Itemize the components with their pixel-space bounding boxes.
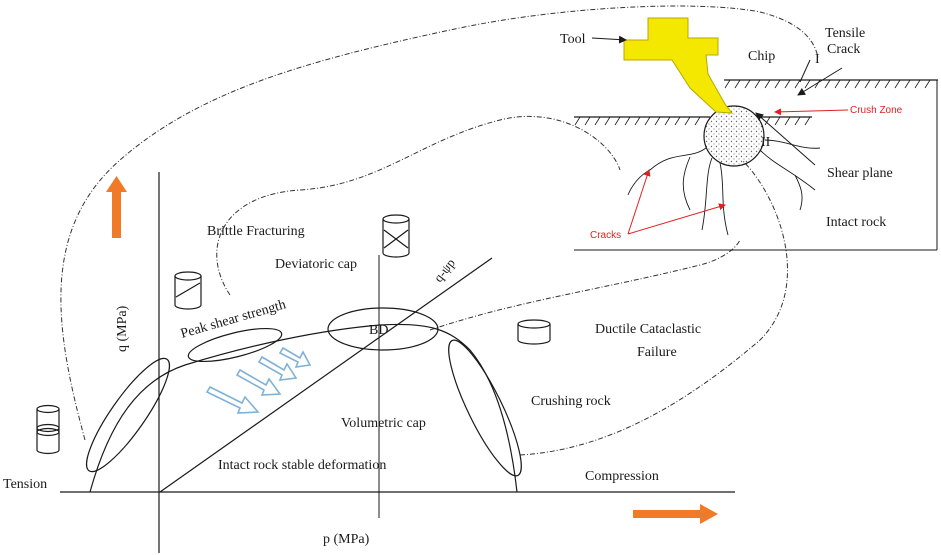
tool-label: Tool	[560, 32, 586, 47]
p-axis-label: p (MPa)	[323, 532, 370, 547]
crush-zone-circle	[703, 105, 765, 167]
tensile-label: Tensile	[825, 26, 865, 41]
ductile-cataclastic-label: Ductile Cataclastic	[595, 322, 701, 337]
region-ii-label: II	[761, 135, 771, 150]
tensile-arrow	[797, 67, 843, 96]
bd-ellipse	[327, 307, 439, 351]
cracks-label: Cracks	[590, 230, 621, 241]
shear-plane-label: Shear plane	[827, 166, 893, 181]
tension-label: Tension	[3, 477, 47, 492]
intact-stable-label: Intact rock stable deformation	[218, 458, 386, 473]
volumetric-cap-label: Volumetric cap	[341, 416, 426, 431]
q-axis-label: q (MPa)	[115, 305, 130, 352]
intact-rock-label: Intact rock	[826, 215, 886, 230]
chip-tick	[799, 59, 811, 83]
chip-label: Chip	[748, 49, 775, 64]
rock-cutting-inset	[574, 17, 938, 251]
cylinder-tall-icon	[382, 214, 410, 258]
q-yp-line	[159, 257, 493, 493]
tension-ellipse	[85, 357, 171, 473]
region-i-label: I	[815, 52, 820, 67]
crush-zone-arrow	[774, 108, 849, 116]
orange-up-arrow	[106, 176, 127, 238]
crushing-rock-label: Crushing rock	[531, 394, 611, 409]
tool-shape	[623, 17, 734, 114]
peak-shear-ellipse	[187, 327, 283, 363]
cylinder-intact-icon	[517, 319, 551, 345]
cracks-arrow-2	[627, 203, 726, 235]
failure-envelope-curve	[89, 323, 518, 493]
cylinder-split-icon	[36, 404, 60, 455]
dashed-envelope-mid	[216, 115, 621, 296]
tool-arrow	[591, 35, 627, 44]
cracks-arrow-1	[627, 169, 651, 235]
surface-hatching	[574, 79, 931, 126]
dashed-envelope-inner	[519, 159, 788, 456]
shear-plane-arrow	[755, 112, 816, 166]
compression-label: Compression	[585, 469, 659, 484]
bd-label: BD	[369, 323, 388, 338]
dashed-envelope-outer	[60, 5, 819, 441]
brittle-fracturing-label: Brittle Fracturing	[207, 224, 305, 239]
peak-shear-strength-label: Peak shear strength	[179, 297, 288, 341]
failure-label: Failure	[637, 345, 677, 360]
orange-right-arrow	[633, 504, 718, 524]
q-yp-label: q-ψp	[431, 256, 459, 285]
crushing-ellipse	[448, 339, 522, 477]
cylinder-fractured-icon	[174, 271, 202, 310]
blue-flow-arrows	[205, 346, 312, 414]
dashed-link-bd	[429, 239, 741, 331]
crush-zone-label: Crush Zone	[850, 105, 903, 116]
deviatoric-cap-label: Deviatoric cap	[275, 257, 357, 272]
crack-label: Crack	[827, 42, 860, 57]
